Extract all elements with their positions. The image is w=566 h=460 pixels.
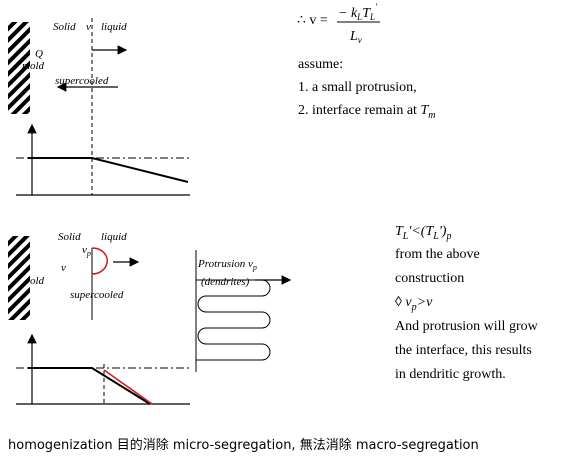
assume-item-1: 1. a small protrusion, (298, 80, 417, 95)
label-old-bottom: old (30, 275, 45, 287)
mold-hatch-bottom (8, 236, 30, 320)
label-liquid-bottom: liquid (101, 231, 127, 243)
label-solid-bottom: Solid (58, 231, 81, 243)
label-mold-top: mold (22, 60, 45, 72)
label-liquid-top: liquid (101, 21, 127, 33)
footer-text: homogenization 目的消除 micro-segregation, 無… (8, 438, 479, 453)
right-line-2: from the above (395, 247, 480, 262)
temp-profile-bottom (28, 367, 151, 405)
right-line-3: construction (395, 271, 465, 286)
dendrites-label: (dendrites) (201, 276, 250, 288)
dendrite-serpentine (196, 279, 271, 361)
right-line-4: ◊ vp>v (395, 295, 433, 313)
right-line-6: the interface, this results (395, 343, 532, 358)
label-vp-bottom: vp (82, 244, 91, 258)
label-supercooled-bottom: supercooled (70, 289, 124, 301)
mold-hatch-top (8, 22, 30, 114)
temp-profile-top (28, 157, 189, 183)
right-line-1: TL'<(TL')p (395, 224, 452, 242)
temp-profile-protrusion (103, 369, 153, 405)
assume-item-2: 2. interface remain at Tm (298, 103, 436, 121)
label-solid-top: Solid (53, 21, 76, 33)
eq-therefore: ∴ v = (297, 13, 328, 28)
eq-numerator: − kLTL' (338, 2, 378, 22)
label-v-bottom: v (61, 262, 66, 274)
protrusion-label: Protrusion vp (197, 258, 257, 272)
label-Q-top: Q (35, 48, 43, 60)
eq-denominator: Lv (349, 29, 362, 45)
right-line-5: And protrusion will grow (395, 319, 538, 334)
assume-title: assume: (298, 57, 344, 72)
protrusion-bump (91, 247, 108, 275)
label-supercooled-top: supercooled (55, 75, 109, 87)
label-v-top: v (86, 21, 91, 33)
right-line-7: in dendritic growth. (395, 367, 506, 382)
